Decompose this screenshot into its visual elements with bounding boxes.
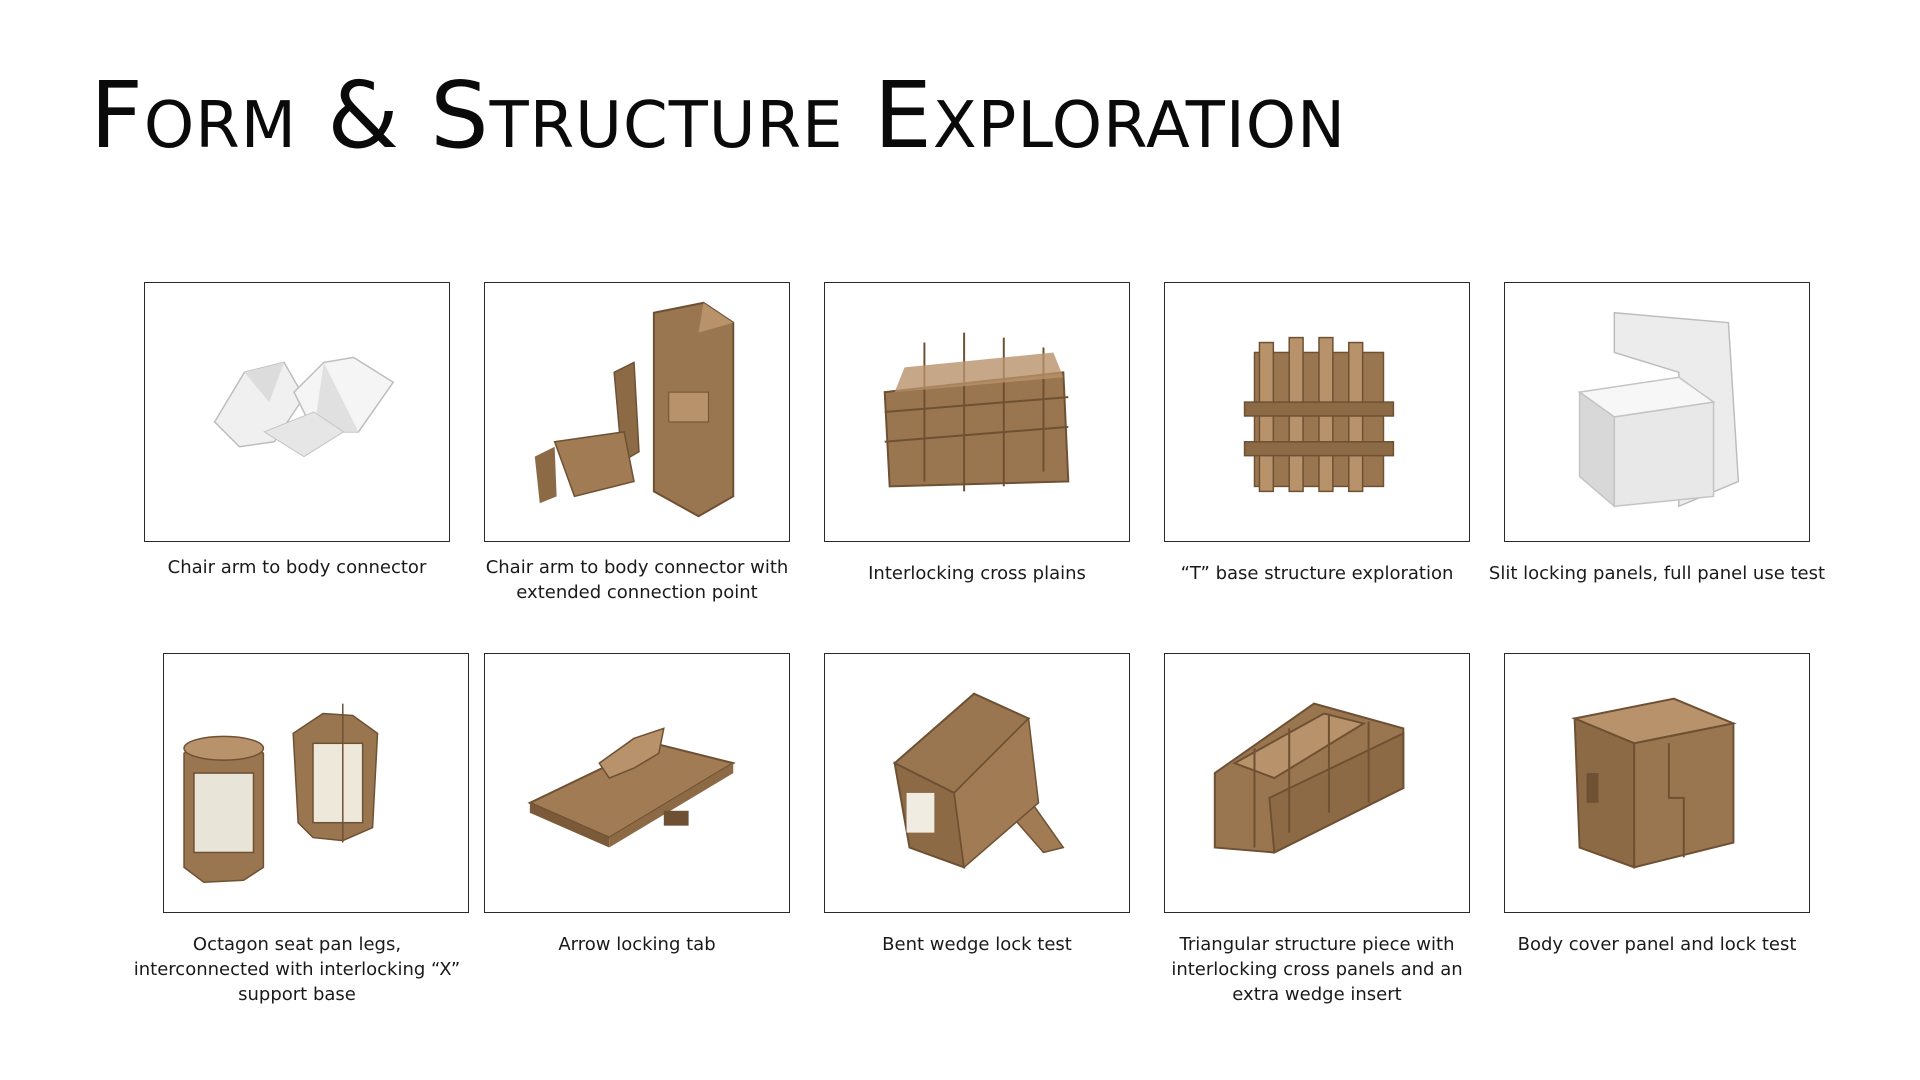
model-caption-1: Chair arm to body connector	[167, 557, 427, 578]
model-caption-8: Bent wedge lock test	[882, 934, 1072, 955]
model-caption-7: Arrow locking tab	[558, 934, 716, 955]
model-photo-8	[824, 653, 1130, 913]
model-photo-6	[163, 653, 469, 913]
model-caption-6: Octagon seat pan legs, interconnected wi…	[133, 934, 461, 1005]
model-photo-4	[1164, 282, 1470, 542]
model-photo-2	[484, 282, 790, 542]
model-photo-10	[1504, 653, 1810, 913]
model-photo-5	[1504, 282, 1810, 542]
model-caption-4: “T” base structure exploration	[1180, 563, 1454, 584]
model-caption-9: Triangular structure piece with interloc…	[1171, 934, 1463, 1005]
model-photo-1	[144, 282, 450, 542]
model-caption-5: Slit locking panels, full panel use test	[1488, 563, 1826, 584]
model-caption-2: Chair arm to body connector with extende…	[485, 557, 789, 603]
model-photo-7	[484, 653, 790, 913]
model-caption-3: Interlocking cross plains	[868, 563, 1086, 584]
model-photo-3	[824, 282, 1130, 542]
model-caption-10: Body cover panel and lock test	[1517, 934, 1797, 955]
slide-title: Form & Structure Exploration	[90, 62, 1347, 169]
model-photo-9	[1164, 653, 1470, 913]
